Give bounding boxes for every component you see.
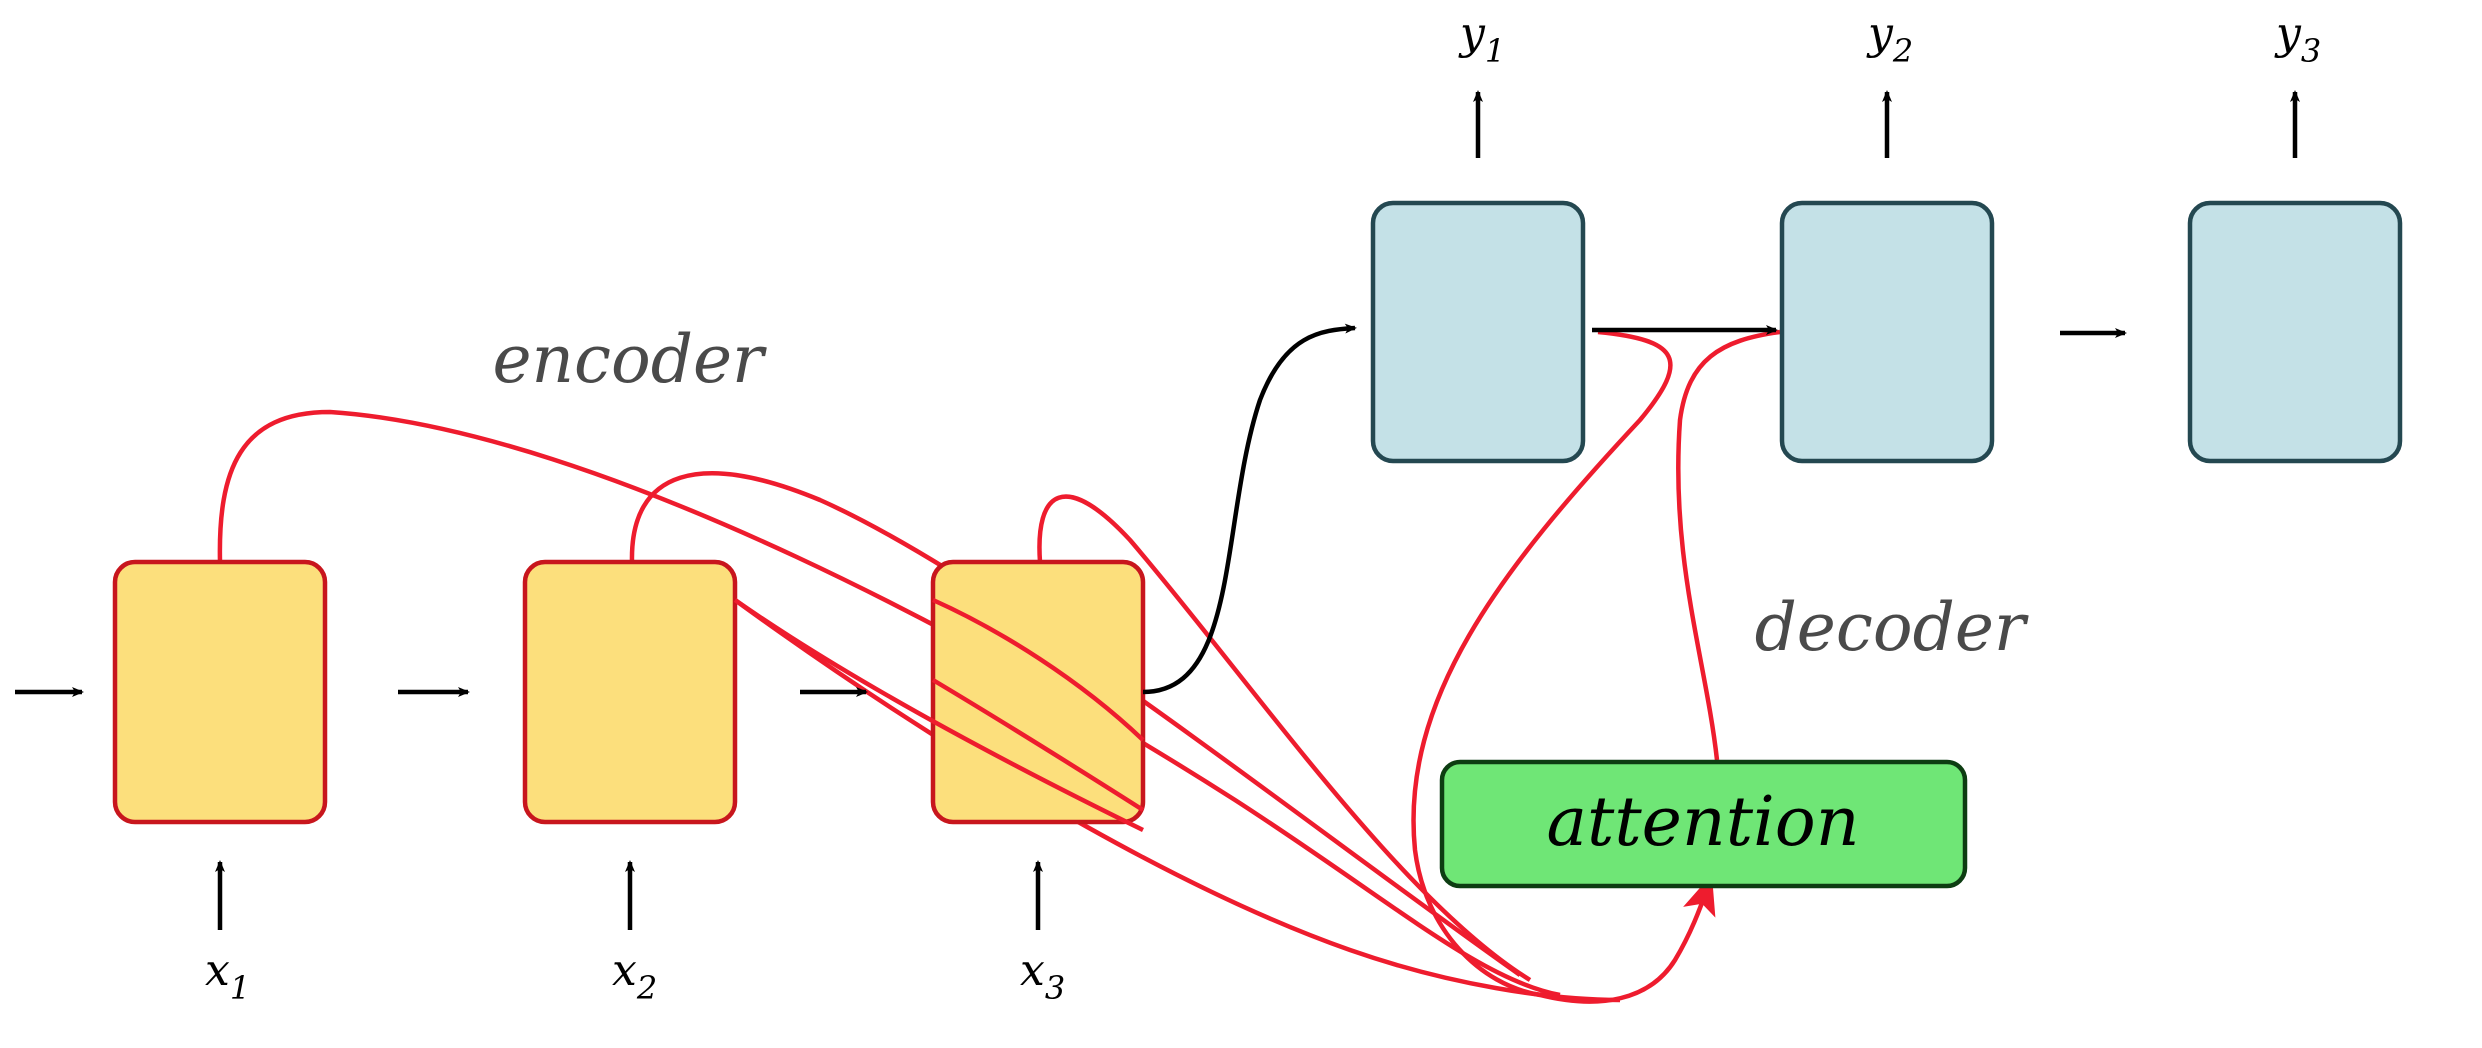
- decoder-boxes: [1370, 200, 2403, 464]
- decoder-label: decoder: [1755, 589, 2029, 666]
- attention-line-overlay-2: [931, 678, 1145, 812]
- output-label-2-base: y: [1866, 8, 1894, 59]
- encoder-boxes: [112, 559, 1146, 825]
- input-label-3: x3: [1020, 945, 1065, 1007]
- input-label-2: x2: [612, 945, 657, 1007]
- output-label-2-sub: 2: [1892, 32, 1913, 70]
- decoder-cell-3: [2187, 200, 2403, 464]
- attention-line-encoder-1: [217, 409, 1561, 998]
- attention-label: attention: [1546, 783, 1859, 862]
- input-label-1: x1: [205, 945, 250, 1007]
- output-label-3-base: y: [2274, 8, 2302, 59]
- attention-line-into-attention: [1539, 874, 1716, 1004]
- input-arrows: [215, 860, 1043, 930]
- encoder-cell-3: [930, 559, 1146, 825]
- decoder-flow-arrows: [1592, 325, 2127, 338]
- output-arrows: [1473, 90, 2300, 158]
- output-label-1-sub: 1: [1485, 32, 1505, 70]
- attention-line-encoder-2: [629, 471, 1522, 977]
- input-label-1-base: x: [205, 945, 230, 996]
- attention-box: [1439, 759, 1968, 889]
- encoder-label: encoder: [492, 321, 767, 398]
- context-arrow-encoder-to-decoder: [1142, 323, 1357, 695]
- encoder-cell-1: [112, 559, 328, 825]
- output-label-2: y2: [1866, 8, 1913, 70]
- attention-connections: [217, 329, 1781, 1004]
- output-label-3: y3: [2274, 8, 2321, 70]
- output-label-1-base: y: [1458, 8, 1486, 59]
- attention-line-decoder-1: [1411, 329, 1673, 998]
- input-label-3-sub: 3: [1045, 969, 1065, 1007]
- output-label-3-sub: 3: [2301, 32, 2321, 70]
- attention-line-overlay-1: [733, 598, 1144, 833]
- input-label-1-sub: 1: [230, 969, 250, 1007]
- attention-connections-overlay: [733, 597, 1145, 833]
- input-label-2-sub: 2: [636, 969, 657, 1007]
- decoder-cell-2: [1779, 200, 1995, 464]
- input-labels: x1 x2 x3: [205, 945, 1065, 1007]
- output-label-1: y1: [1458, 8, 1505, 70]
- attention-line-overlay-3: [932, 597, 1145, 742]
- encoder-cell-2: [522, 559, 738, 825]
- decoder-cell-1: [1370, 200, 1586, 464]
- input-label-2-base: x: [612, 945, 637, 996]
- attention-line-to-decoder-2: [1676, 329, 1781, 761]
- input-label-3-base: x: [1020, 945, 1045, 996]
- output-labels: y1 y2 y3: [1458, 8, 2321, 70]
